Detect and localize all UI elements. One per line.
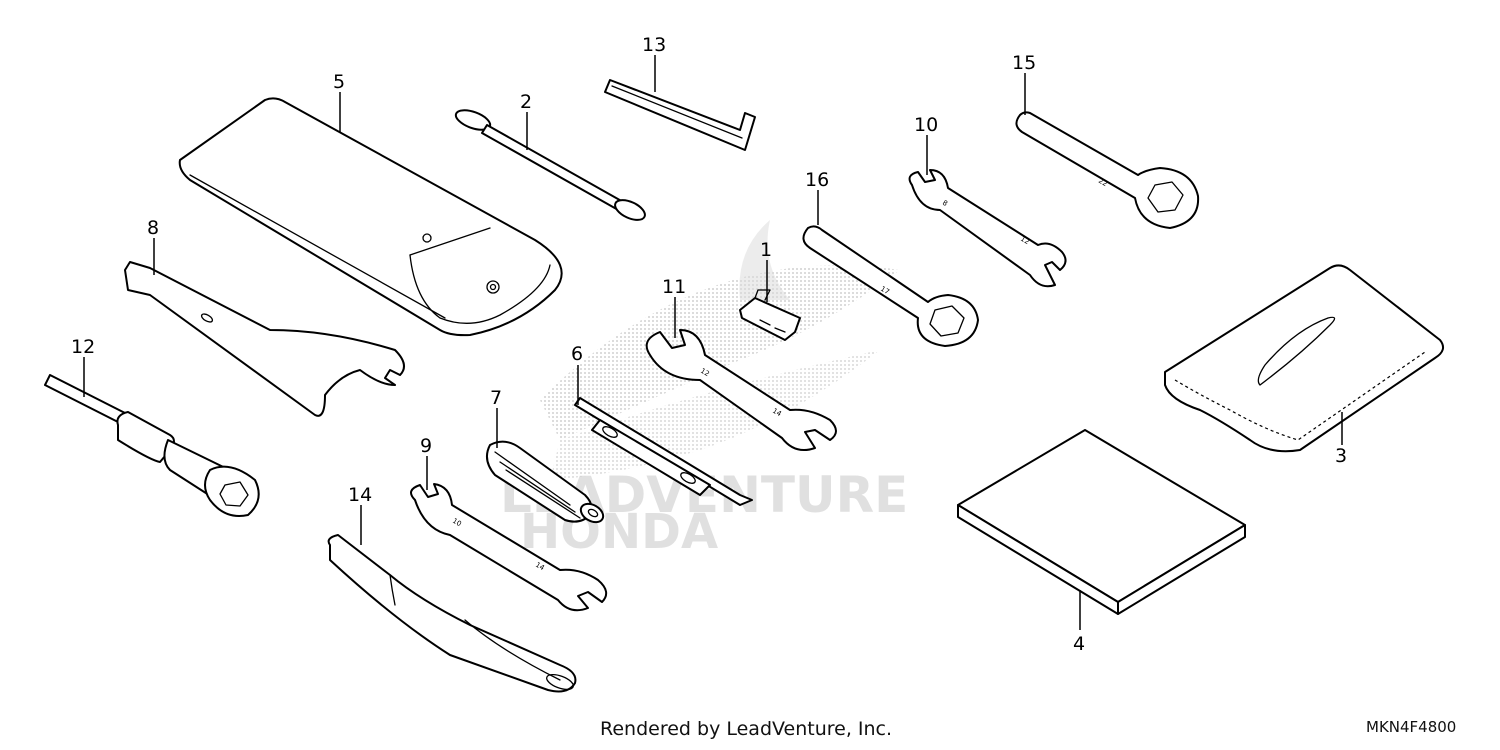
callout-11: 11 xyxy=(662,276,686,298)
callout-5: 5 xyxy=(333,71,345,93)
part-7-screwdriver-handle xyxy=(485,440,605,524)
stamp-10: 8 xyxy=(941,199,949,208)
stamp-11: 12 xyxy=(699,367,711,378)
callout-2: 2 xyxy=(520,91,532,113)
part-9-open-wrench: 10 14 xyxy=(410,483,608,612)
callout-16: 16 xyxy=(805,169,829,191)
stamp-16: 17 xyxy=(879,285,891,296)
part-11-open-wrench: 12 14 xyxy=(645,329,837,451)
part-16-box-wrench: 17 xyxy=(802,225,979,347)
stamp-10b: 12 xyxy=(1019,235,1031,246)
part-6-screwdriver-bit xyxy=(574,397,753,506)
callout-1: 1 xyxy=(760,239,772,261)
callout-6: 6 xyxy=(571,343,583,365)
callout-labels: 1 2 3 4 5 6 7 8 9 10 11 12 13 14 15 16 xyxy=(71,34,1347,655)
callout-10: 10 xyxy=(914,114,938,136)
part-2-pin-spanner xyxy=(454,109,646,221)
part-10-open-wrench: 8 12 xyxy=(908,169,1067,288)
part-14-tool-handle xyxy=(327,534,577,693)
callout-14: 14 xyxy=(348,484,372,506)
part-15-box-wrench: 22 xyxy=(1015,111,1200,229)
stamp-9b: 14 xyxy=(534,561,546,573)
callout-9: 9 xyxy=(420,435,432,457)
callout-13: 13 xyxy=(642,34,666,56)
leader-lines xyxy=(83,55,1343,630)
part-8-hook-spanner xyxy=(124,261,405,417)
callout-15: 15 xyxy=(1012,52,1036,74)
part-3-document-pouch xyxy=(1164,264,1445,453)
part-1-fuse-clip xyxy=(739,289,801,341)
stamp-15: 22 xyxy=(1097,177,1109,188)
callout-12: 12 xyxy=(71,336,95,358)
callout-8: 8 xyxy=(147,217,159,239)
stamp-11b: 14 xyxy=(771,407,783,419)
callout-3: 3 xyxy=(1335,445,1347,467)
part-4-manual-book xyxy=(957,429,1246,615)
diagram-code: MKN4F4800 xyxy=(1366,718,1457,736)
stamp-9: 10 xyxy=(451,517,463,528)
part-13-hex-wrench xyxy=(604,79,756,151)
watermark-line2: HONDA xyxy=(520,504,718,560)
footer-credit: Rendered by LeadVenture, Inc. xyxy=(600,718,893,740)
callout-4: 4 xyxy=(1073,633,1085,655)
callout-7: 7 xyxy=(490,387,502,409)
part-12-plug-wrench xyxy=(44,374,260,517)
part-5-tool-bag xyxy=(178,97,563,337)
